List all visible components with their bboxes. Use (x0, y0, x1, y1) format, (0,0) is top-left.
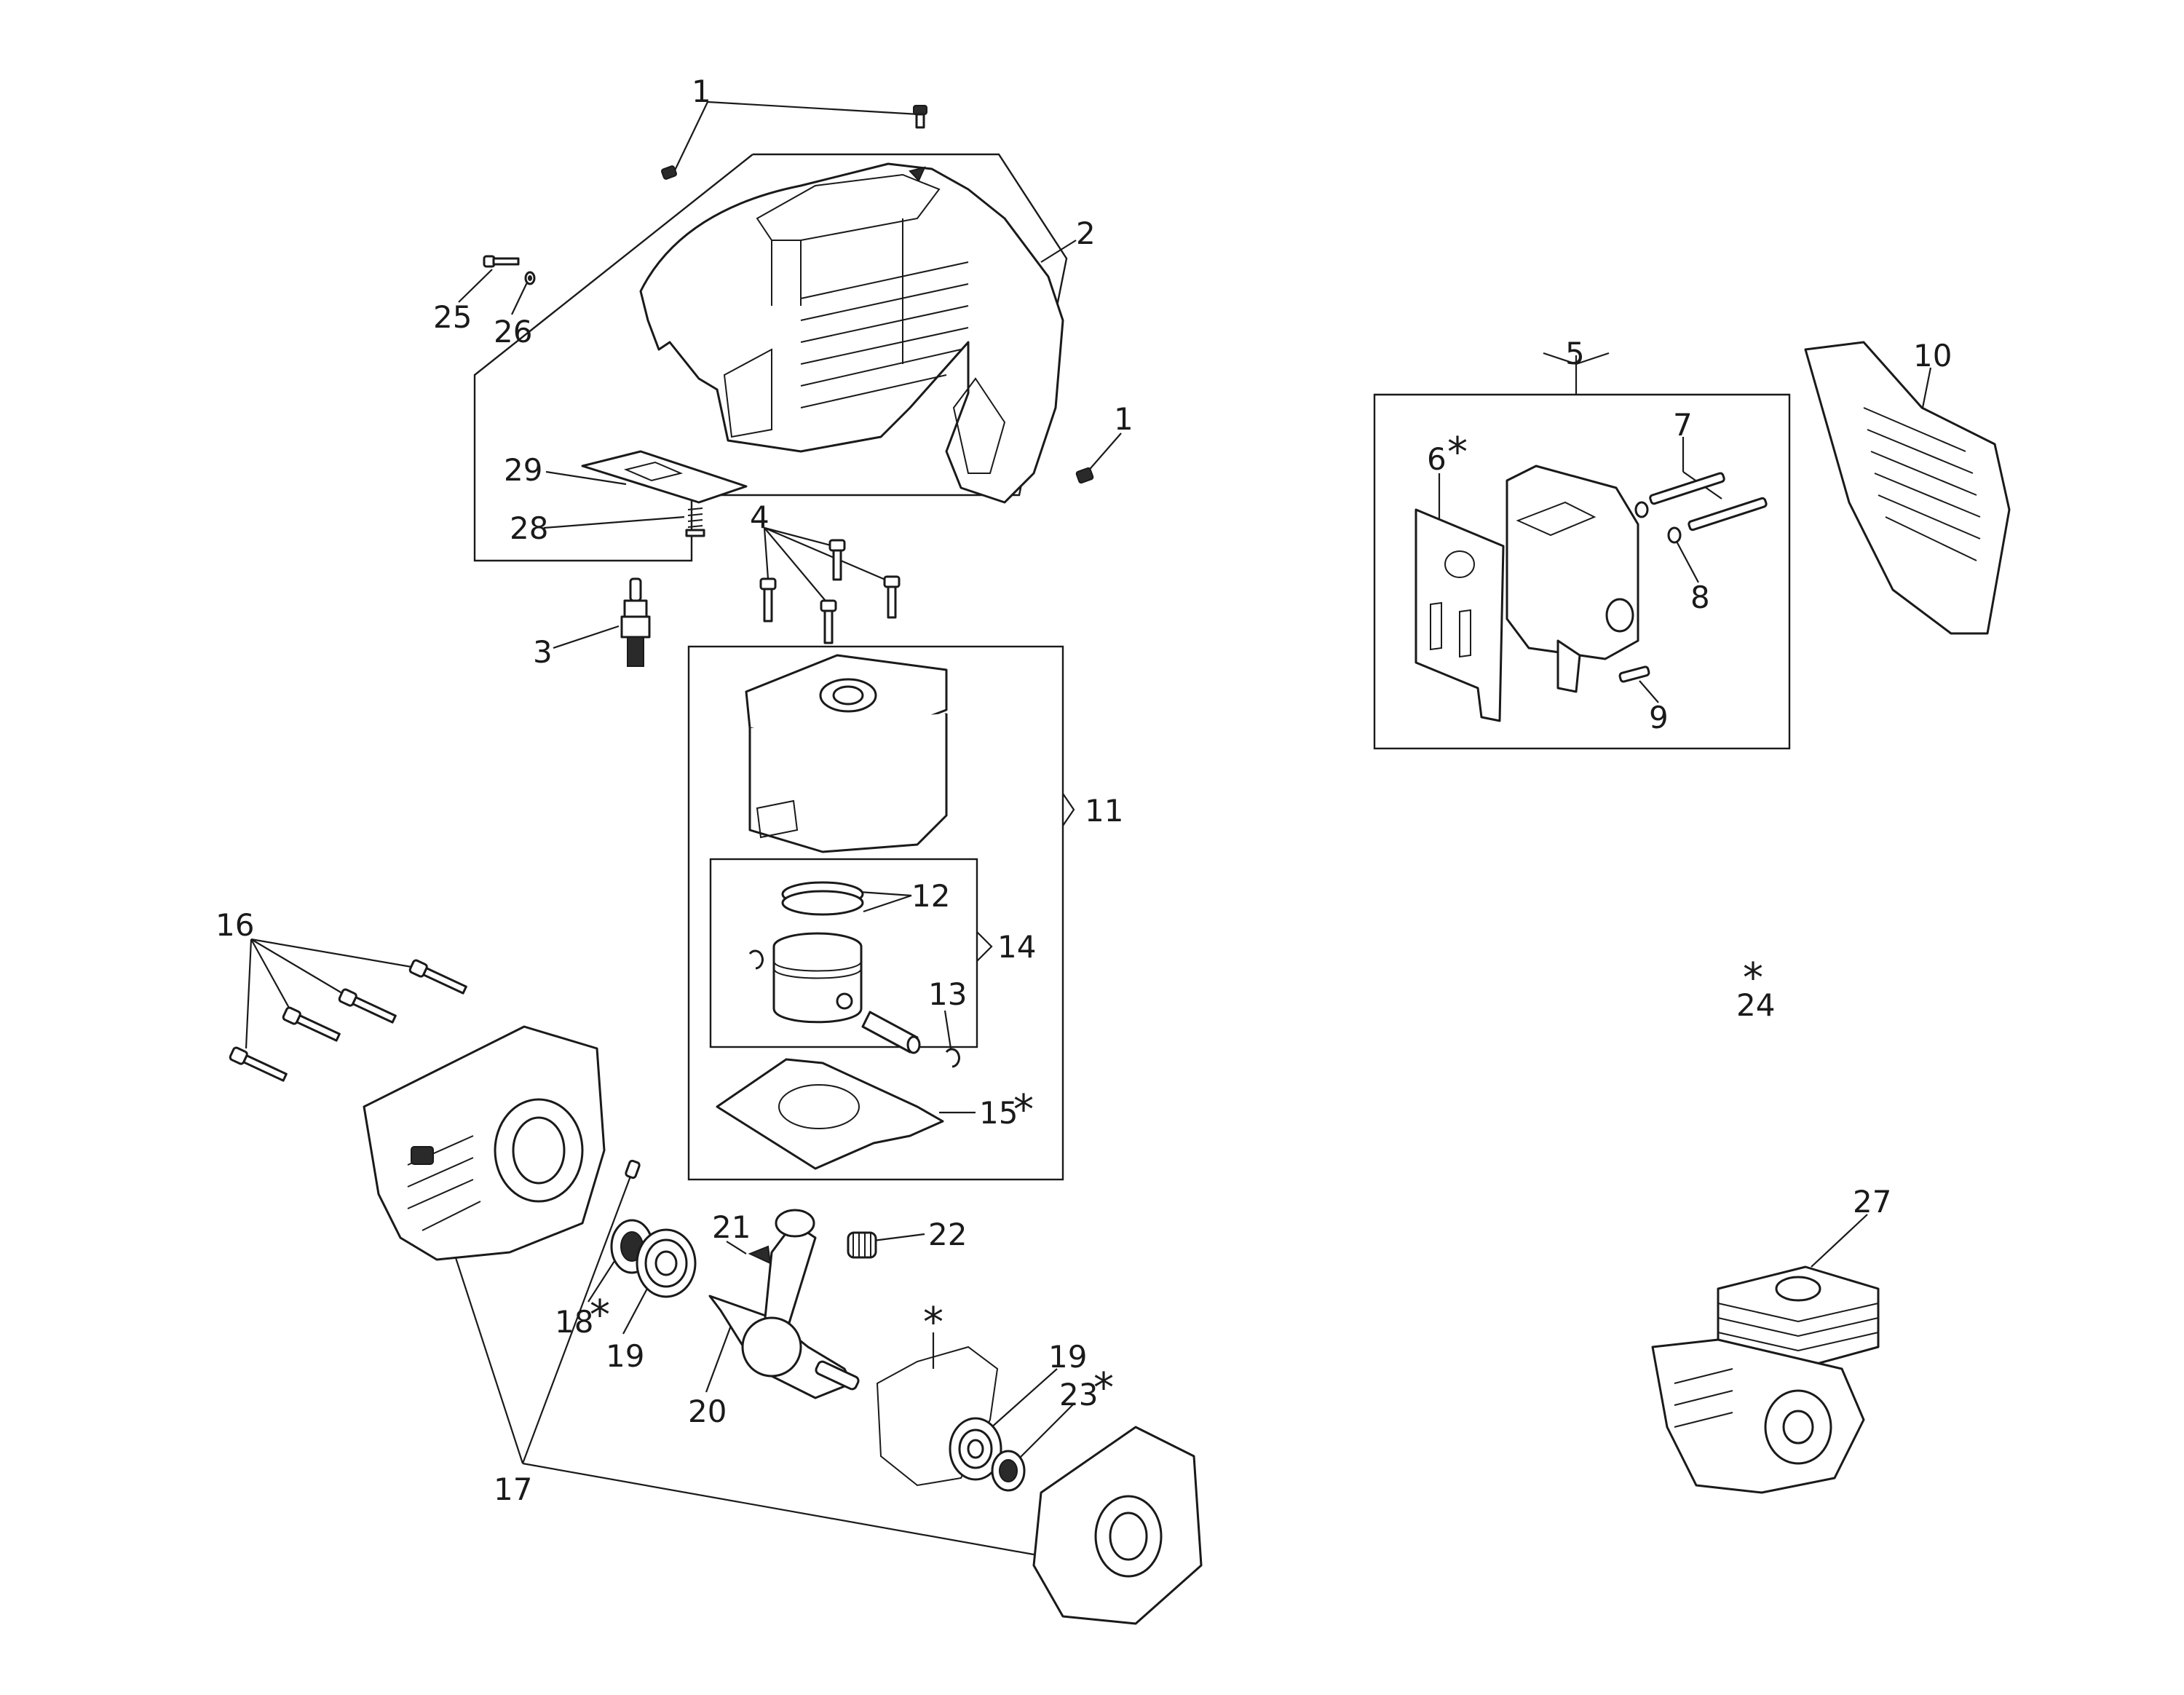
callout-4: 4 (750, 499, 769, 535)
callout-17: 17 (494, 1471, 532, 1507)
spring-28 (685, 507, 705, 537)
callout-1-right: 1 (1114, 401, 1133, 437)
asterisk-gasket: * (923, 1299, 943, 1346)
callout-28: 28 (510, 510, 548, 546)
crankcase-half-left (363, 1025, 606, 1261)
bolts-4 (759, 539, 901, 644)
spark-plug-3 (620, 577, 651, 667)
callout-7: 7 (1673, 407, 1693, 443)
woodruff-key-21 (748, 1245, 772, 1265)
screw-9 (1618, 665, 1650, 683)
bracket-5 (1543, 352, 1610, 366)
screw-1-top-right (913, 105, 927, 129)
seal-23 (991, 1450, 1026, 1492)
engine-cover (639, 162, 1064, 504)
bearing-19-left (636, 1228, 697, 1298)
crankshaft-20 (708, 1209, 860, 1399)
piston-rings-12 (781, 881, 864, 916)
asterisk-6: * (1447, 429, 1468, 476)
asterisk-23: * (1093, 1364, 1114, 1412)
crankcase-half-right (1032, 1426, 1203, 1625)
screw-1-top-left (660, 165, 678, 180)
callout-22: 22 (928, 1217, 967, 1252)
bolts-16 (229, 959, 467, 1082)
plate-29 (581, 450, 748, 504)
circlip-left (748, 949, 764, 970)
bracket-11 (1062, 793, 1075, 826)
callout-2: 2 (1076, 216, 1096, 251)
callout-27: 27 (1853, 1184, 1891, 1220)
callout-23: 23 (1059, 1377, 1098, 1412)
callout-13: 13 (928, 976, 967, 1012)
crankcase-gasket (876, 1346, 999, 1487)
bearing-19-right (949, 1417, 1002, 1481)
callout-26: 26 (494, 314, 532, 349)
callout-1-top: 1 (692, 74, 711, 109)
asterisk-24: * (1743, 955, 1763, 1002)
callout-8: 8 (1690, 580, 1710, 615)
circlip-13 (945, 1048, 960, 1068)
bolts-7 (1649, 472, 1768, 532)
needle-bearing-22 (847, 1231, 877, 1259)
callout-16: 16 (215, 907, 254, 943)
callout-3: 3 (533, 634, 553, 670)
asterisk-15: * (1013, 1086, 1034, 1134)
callout-18: 18 (555, 1304, 593, 1340)
callout-25: 25 (433, 299, 472, 335)
callout-24: 24 (1736, 987, 1775, 1023)
callout-19-right: 19 (1048, 1339, 1087, 1375)
callout-15: 15 (979, 1095, 1018, 1131)
callout-29: 29 (504, 452, 542, 488)
callout-12: 12 (911, 878, 950, 914)
cylinder-gasket-15 (716, 1058, 944, 1170)
bracket-14 (976, 931, 993, 962)
piston-14 (772, 932, 863, 1024)
dowel-pin (625, 1159, 641, 1180)
callout-6: 6 (1427, 441, 1447, 477)
engine-assembly-27 (1651, 1265, 1880, 1494)
cylinder-11 (745, 654, 948, 853)
callout-19-left: 19 (606, 1338, 644, 1374)
heat-shield-10 (1804, 341, 2011, 635)
washers-8 (1634, 501, 1682, 544)
callout-14: 14 (997, 929, 1036, 965)
callout-9: 9 (1649, 700, 1669, 735)
callout-21: 21 (712, 1209, 751, 1245)
callout-20: 20 (688, 1394, 727, 1429)
bolt-25 (483, 255, 520, 268)
callout-11: 11 (1085, 793, 1123, 829)
washer-26 (524, 271, 536, 285)
asterisk-18: * (590, 1292, 610, 1339)
group-frame-piston (709, 858, 978, 1048)
callout-5: 5 (1565, 336, 1585, 371)
screw-1-right (1075, 467, 1094, 484)
callout-10: 10 (1913, 338, 1952, 374)
muffler-gasket-6 (1415, 508, 1505, 722)
wrist-pin (861, 1011, 921, 1054)
group-frame-cylinder (687, 645, 1064, 1181)
muffler (1506, 465, 1639, 693)
